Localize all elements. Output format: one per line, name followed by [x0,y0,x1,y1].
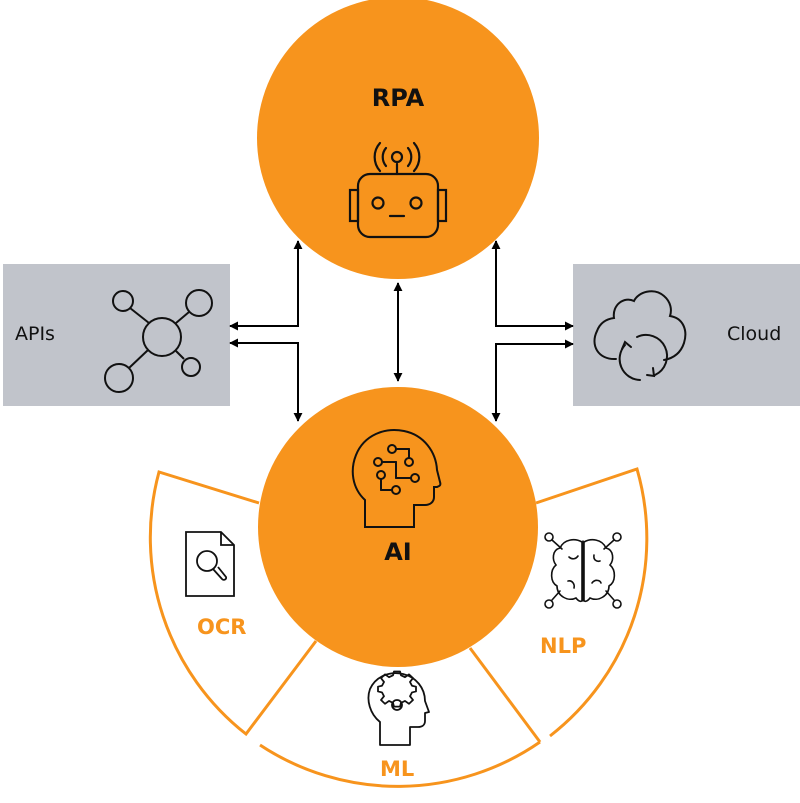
rpa-circle [257,0,539,279]
cloud-sync-icon [593,290,687,381]
ai-head-circuit-icon [351,429,442,528]
arrow-rpa-cloud [491,240,574,331]
cloud-box [573,264,800,406]
apis-label: APIs [15,323,55,345]
arrow-ai-cloud [491,339,574,422]
arrow-ai-apis [229,338,303,422]
connector-arrows [229,240,574,422]
rpa-label: RPA [371,84,425,112]
ml-segment [259,740,541,788]
network-nodes-icon [104,289,213,393]
ocr-label: OCR [197,615,247,639]
ml-label: ML [380,757,415,781]
document-search-icon [185,531,235,597]
cloud-label: Cloud [727,323,782,345]
nlp-label: NLP [540,634,587,658]
ai-label: AI [384,538,412,566]
brain-network-icon [544,532,622,609]
robot-icon [348,141,448,239]
apis-box [3,264,230,406]
arrow-rpa-apis [229,240,303,331]
head-gear-icon [367,670,430,746]
nlp-segment [468,467,649,743]
ocr-segment [148,470,318,737]
